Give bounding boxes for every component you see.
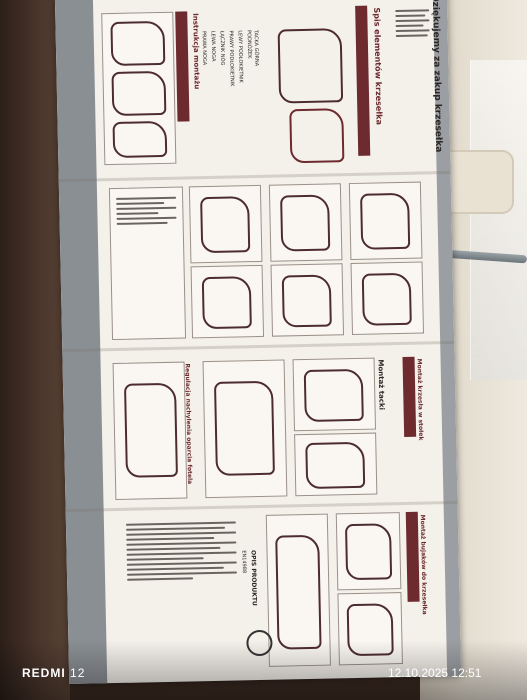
rocker-illustration	[335, 512, 402, 591]
step-illustration	[190, 264, 265, 339]
camera-watermark: REDMI 12	[22, 666, 85, 680]
part-label: LEWY PODŁOKIETNIK	[236, 30, 244, 83]
step-text-column	[108, 186, 187, 341]
part-label: PRAWA NOGA	[200, 31, 208, 66]
photo-time: 12:51	[451, 666, 482, 680]
toy-heading-bar	[405, 511, 420, 602]
photo-date: 12.10.2025	[388, 666, 449, 680]
camera-model: 12	[70, 666, 86, 680]
fold-line	[65, 500, 458, 513]
fold-line	[58, 170, 451, 183]
tray-illustration	[292, 357, 377, 432]
seat-heading-bar	[402, 356, 417, 437]
tray-heading: Montaż tacki	[376, 359, 386, 411]
step-illustration	[270, 263, 345, 337]
bottom-shadow	[0, 640, 527, 700]
intro-text	[395, 6, 432, 40]
parts-diagram	[101, 11, 177, 166]
part-label: LEWA NOGA	[209, 30, 217, 62]
part-label: PRAWY PODŁOKIETNIK	[227, 30, 235, 87]
product-text	[125, 519, 237, 584]
step-illustration	[188, 184, 263, 264]
chair-illustration	[289, 108, 345, 164]
assembly-heading-bar	[175, 11, 190, 122]
assembly-heading: Instrukcja montażu	[191, 13, 201, 90]
fold-line	[62, 340, 455, 353]
part-label: PODNÓŻEK	[245, 30, 253, 59]
parts-heading: Spis elementów krzesełka	[372, 7, 384, 126]
seat-heading: Montaż krzesła w stołek	[415, 358, 425, 441]
step-illustration	[350, 261, 425, 336]
standard-label: EN14988	[240, 550, 247, 574]
leaflet-paper: Dziękujemy za zakup krzesełka Spis eleme…	[54, 0, 462, 685]
plastic-bag	[470, 60, 527, 380]
backrest-illustration	[112, 361, 188, 501]
part-label: TACKA GÓRNA	[252, 29, 260, 67]
parts-heading-bar	[355, 5, 371, 156]
step-illustration	[348, 181, 423, 261]
step-illustration	[268, 183, 343, 262]
tray-illustration	[202, 359, 288, 499]
chair-illustration	[277, 28, 344, 104]
date-stamp: 12.10.2025 12:51	[388, 666, 481, 680]
instruction-leaflet: Dziękujemy za zakup krzesełka Spis eleme…	[54, 0, 462, 685]
tray-illustration	[294, 432, 378, 497]
camera-brand: REDMI	[22, 666, 66, 680]
product-heading: OPIS PRODUKTU	[249, 550, 258, 606]
toy-heading: Montaż bujaków do krzesełka	[418, 514, 428, 615]
part-label: ŁĄCZNIK NÓG	[218, 30, 226, 66]
